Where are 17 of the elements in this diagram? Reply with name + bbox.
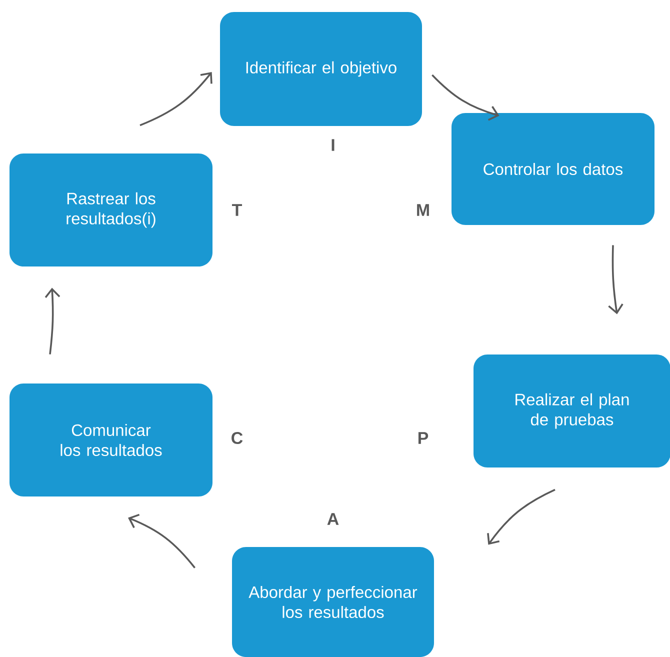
arrow <box>432 74 500 121</box>
cycle-letter: M <box>417 204 429 216</box>
cycle-letter: A <box>327 513 339 525</box>
process-box: Controlar los datos <box>452 113 654 225</box>
cycle-letter: P <box>418 432 428 444</box>
arrow <box>608 245 624 314</box>
process-box: Comunicar los resultados <box>10 384 212 496</box>
process-box: Identificar el objetivo <box>220 12 422 126</box>
cycle-letter: T <box>232 204 242 216</box>
arrow <box>44 288 60 354</box>
arrow <box>140 72 212 126</box>
arrow <box>487 488 556 545</box>
process-box: Realizar el plan de pruebas <box>474 354 670 468</box>
process-box: Abordar y perfeccionar los resultados <box>232 547 434 657</box>
cycle-letter: C <box>232 432 243 444</box>
arrow <box>128 514 196 568</box>
process-box: Rastrear los resultados(i) <box>10 154 212 266</box>
